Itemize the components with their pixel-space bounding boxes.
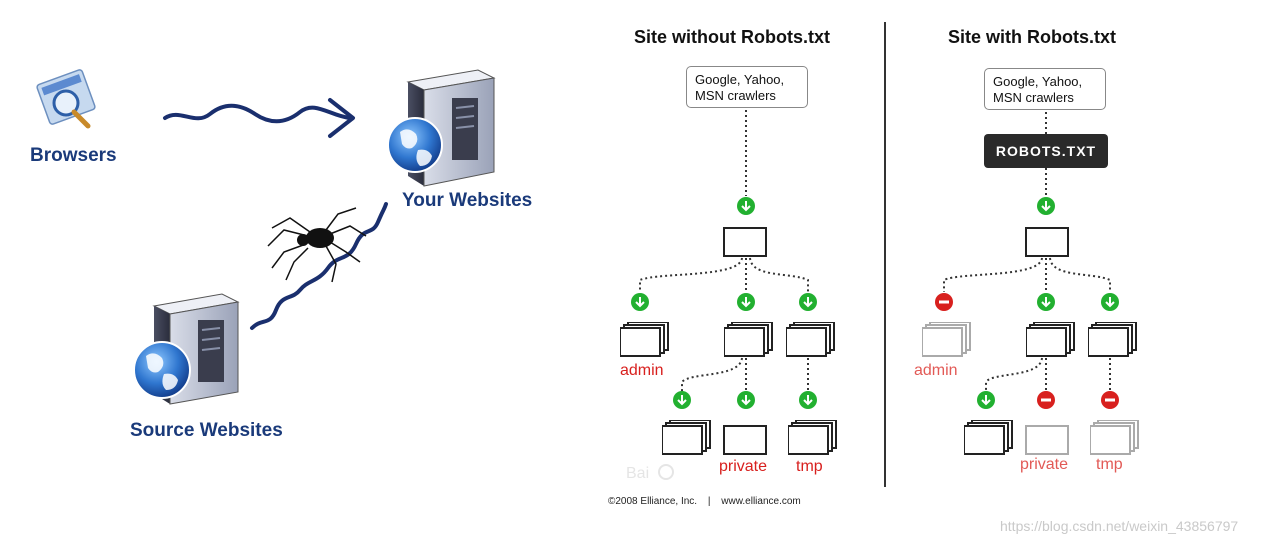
folder-admin-without xyxy=(620,322,669,357)
folder-mid-with xyxy=(1026,322,1075,357)
folder-tmp-parent-without xyxy=(786,322,835,357)
folder-label-private-without: private xyxy=(719,458,768,475)
source-websites-server-icon xyxy=(133,293,240,405)
robots-txt-box: ROBOTS.TXT xyxy=(984,134,1108,168)
crawlers-line-2: MSN crawlers xyxy=(695,88,776,103)
allow-arrow-icons-with xyxy=(977,197,1119,409)
folder-tmp-parent-with xyxy=(1088,322,1137,357)
watermark-url: https://blog.csdn.net/weixin_43856797 xyxy=(1000,518,1239,534)
folder-label-admin-with: admin xyxy=(914,362,958,379)
crawlers-box-without: Google, Yahoo, MSN crawlers xyxy=(686,66,808,108)
crawlers-line-1: Google, Yahoo, xyxy=(695,72,785,87)
watermark-logo: Bai xyxy=(626,464,674,482)
footer-site: www.elliance.com xyxy=(721,496,801,507)
folder-label-admin-without: admin xyxy=(620,362,664,379)
copyright-text: ©2008 Elliance, Inc. xyxy=(608,496,698,507)
folder-mid-without xyxy=(724,322,773,357)
with-robots-title: Site with Robots.txt xyxy=(948,27,1116,47)
diagram-divider xyxy=(884,22,886,487)
your-websites-label: Your Websites xyxy=(402,190,533,211)
folder-admin-with xyxy=(922,322,971,357)
root-folder-with xyxy=(1025,227,1069,257)
svg-text:Bai: Bai xyxy=(626,465,649,482)
browser-icon xyxy=(36,69,96,129)
browser-request-arrow xyxy=(163,103,352,124)
footer-copyright: ©2008 Elliance, Inc. | www.elliance.com xyxy=(608,496,801,507)
spider-icon xyxy=(267,207,367,283)
without-robots-title: Site without Robots.txt xyxy=(634,27,830,47)
folder-private-with xyxy=(1025,425,1069,455)
crawlers-line-2: MSN crawlers xyxy=(993,90,1074,105)
folder-label-tmp-with: tmp xyxy=(1096,456,1123,473)
folder-tmp-with xyxy=(1090,420,1139,455)
folder-private-without xyxy=(723,425,767,455)
diagram-without-robots xyxy=(639,110,809,392)
folder-label-private-with: private xyxy=(1020,456,1069,473)
allow-arrow-icons-without xyxy=(631,197,817,409)
crawlers-box-with: Google, Yahoo, MSN crawlers xyxy=(984,68,1106,110)
crawler-path-line xyxy=(250,202,388,330)
folder-sub-with xyxy=(964,420,1013,455)
folder-tmp-without xyxy=(788,420,837,455)
footer-separator: | xyxy=(707,496,711,507)
deny-icons-with xyxy=(935,293,1119,409)
your-websites-server-icon xyxy=(387,69,496,187)
folder-label-tmp-without: tmp xyxy=(796,458,823,475)
diagram-with-robots xyxy=(943,112,1111,392)
browsers-label: Browsers xyxy=(30,145,117,166)
source-websites-label: Source Websites xyxy=(130,420,283,441)
crawlers-line-1: Google, Yahoo, xyxy=(993,74,1083,89)
folder-sub-without xyxy=(662,420,711,455)
root-folder-without xyxy=(723,227,767,257)
